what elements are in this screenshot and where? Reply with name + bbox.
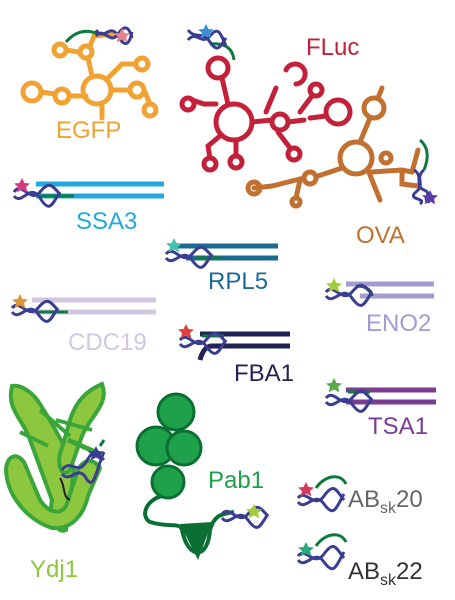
- star-icon: [178, 324, 194, 339]
- star-icon: [198, 24, 214, 39]
- absk20-probe: [296, 475, 348, 513]
- fluc-label: FLuc: [306, 34, 359, 61]
- absk22-probe: [296, 533, 348, 571]
- star-icon: [114, 28, 130, 43]
- star-icon: [298, 482, 314, 497]
- tsa1-label: TSA1: [368, 413, 428, 440]
- ssa3-label: SSA3: [76, 208, 137, 235]
- tsa1-probe: [324, 378, 374, 413]
- star-icon: [12, 294, 28, 309]
- star-icon: [88, 446, 104, 461]
- cdc19-probe: [10, 294, 68, 323]
- eno2-probe: [324, 278, 374, 307]
- eno2-label: ENO2: [366, 310, 431, 337]
- star-icon: [14, 178, 30, 193]
- fba1-probe: [178, 324, 228, 355]
- fluc-probe: [186, 24, 236, 61]
- absk22-label: ABsk22: [348, 558, 423, 589]
- ova-label: OVA: [356, 222, 405, 249]
- fluc-rna-structure: [179, 55, 353, 173]
- ydj1-probe: [60, 439, 106, 484]
- fba1-label: FBA1: [234, 360, 294, 387]
- star-icon: [166, 238, 182, 253]
- egfp-probe: [64, 26, 134, 46]
- ova-probe: [412, 138, 438, 206]
- star-icon: [246, 504, 262, 519]
- rpl5-label: RPL5: [208, 268, 268, 295]
- pab1-probe: [220, 504, 270, 529]
- ssa3-probe: [12, 178, 74, 208]
- ydj1-label: Ydj1: [30, 556, 78, 583]
- star-icon: [422, 190, 438, 205]
- fba1-mrna: [197, 331, 290, 361]
- egfp-rna-structure: [20, 31, 159, 121]
- ydj1-protein: [3, 381, 106, 533]
- ova-rna-structure: [245, 85, 421, 209]
- star-icon: [326, 278, 342, 293]
- pab1-label: Pab1: [208, 467, 264, 494]
- pab1-protein: [135, 392, 235, 560]
- star-icon: [298, 542, 314, 557]
- star-icon: [326, 378, 342, 393]
- rpl5-probe: [164, 238, 222, 269]
- cdc19-label: CDC19: [68, 329, 147, 356]
- absk20-label: ABsk20: [348, 486, 423, 517]
- egfp-label: EGFP: [56, 117, 121, 144]
